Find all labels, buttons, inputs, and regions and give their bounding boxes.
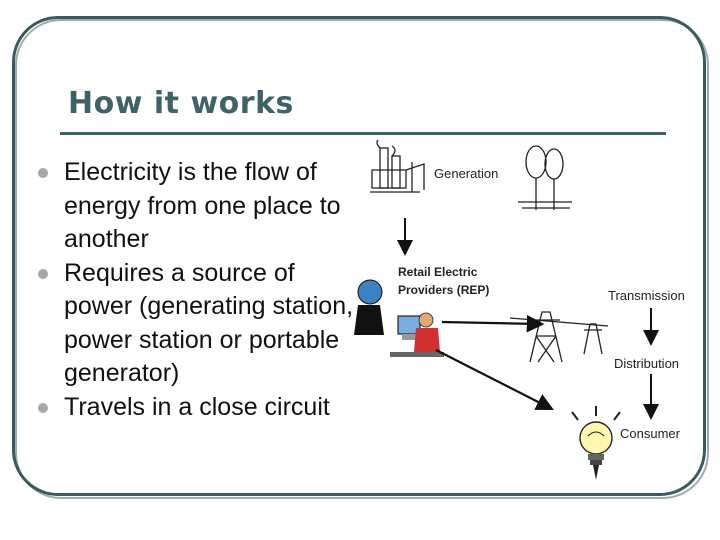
bullet-item: Travels in a close circuit: [36, 391, 356, 425]
title-underline: [60, 132, 666, 135]
rep-person-icon: [354, 279, 444, 357]
bullet-dot-icon: [38, 168, 48, 178]
slide-title: How it works: [68, 86, 294, 121]
bullet-dot-icon: [38, 268, 48, 279]
lightbulb-icon: [571, 406, 621, 480]
bullet-dot-icon: [38, 402, 48, 413]
bullet-text: Requires a source of power (generating s…: [64, 258, 354, 388]
bullet-list: Electricity is the flow of energy from o…: [36, 156, 356, 424]
bullet-item: Electricity is the flow of energy from o…: [36, 156, 356, 257]
consumer-label: Consumer: [620, 426, 681, 441]
bullet-text: Travels in a close circuit: [64, 392, 330, 421]
distribution-label: Distribution: [614, 356, 679, 371]
generation-label: Generation: [434, 166, 498, 181]
bullet-item: Requires a source of power (generating s…: [36, 257, 356, 391]
arrow-rep-to-transmission: [441, 314, 545, 333]
arrow-rep-to-consumer: [435, 349, 554, 410]
wind-turbine-icon: [518, 145, 572, 210]
rep-label-line2: Providers (REP): [398, 283, 489, 297]
slide-frame: [12, 16, 706, 496]
transmission-tower-icon: [509, 311, 609, 363]
bullet-text: Electricity is the flow of energy from o…: [64, 158, 341, 253]
rep-label-line1: Retail Electric: [398, 265, 478, 279]
power-plant-icon: [370, 140, 425, 193]
electricity-flow-diagram: Generation Retail Electric Providers (RE…: [354, 140, 685, 480]
transmission-label: Transmission: [608, 288, 685, 303]
slide-frame-shadow: [15, 19, 709, 499]
